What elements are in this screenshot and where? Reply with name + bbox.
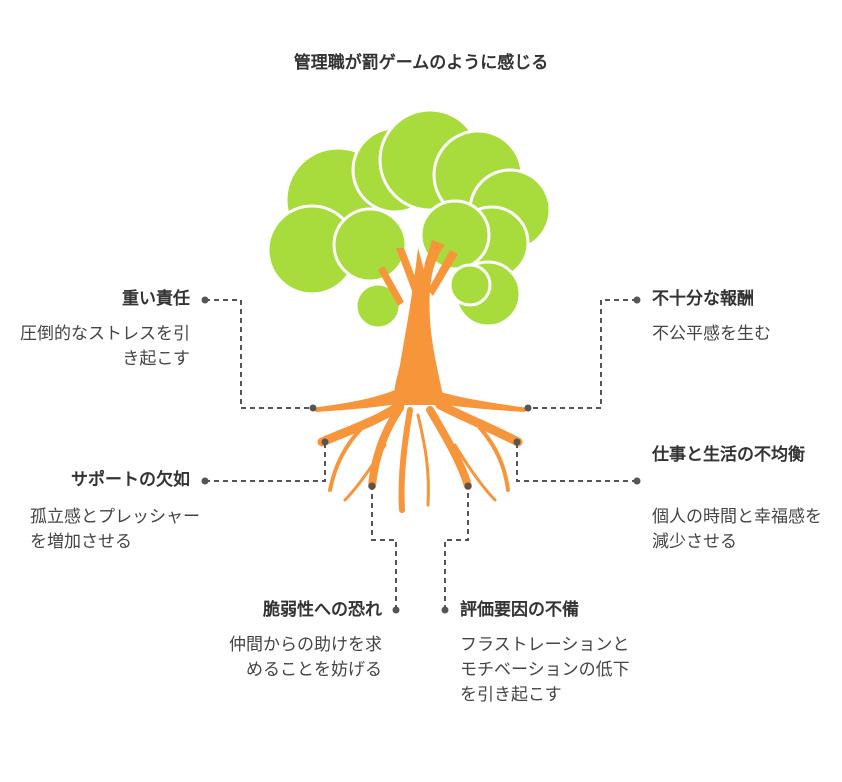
desc-heavy-responsibility: 圧倒的なストレスを引き起こす (20, 324, 190, 369)
desc-fear-vulnerability: 仲間からの助けを求めることを妨げる (229, 635, 382, 680)
connector-dots (201, 296, 641, 614)
label-work-life-imbalance: 仕事と生活の不均衡 (652, 445, 805, 465)
tree-roots (317, 400, 523, 513)
label-poor-evaluation: 評価要因の不備 (460, 600, 579, 620)
tree-base-right (438, 392, 528, 412)
desc-insufficient-pay: 不公平感を生む (652, 324, 771, 344)
connector-heavy-responsibility (205, 299, 313, 409)
tree-branch-right (428, 250, 458, 296)
desc-work-life-imbalance: 個人の時間と幸福感を減少させる (652, 507, 822, 552)
connectors (205, 299, 637, 610)
desc-lack-support: 孤立感とプレッシャーを増加させる (30, 507, 200, 552)
tree-branch-left (396, 248, 420, 296)
label-fear-vulnerability: 脆弱性への恐れ (263, 600, 382, 620)
connector-vulnerability (371, 486, 397, 610)
tree-trunk (394, 240, 445, 405)
page-title: 管理職が罰ゲームのように感じる (293, 53, 549, 73)
tree-foliage (266, 108, 552, 330)
connector-insufficient-pay (528, 299, 637, 409)
connector-lack-support (205, 442, 326, 482)
label-insufficient-pay: 不十分な報酬 (652, 289, 754, 309)
tree-branch-left-2 (378, 266, 404, 306)
connector-evaluation (444, 486, 469, 610)
label-lack-support: サポートの欠如 (71, 470, 190, 490)
tree-base (312, 390, 398, 412)
label-heavy-responsibility: 重い責任 (122, 289, 190, 309)
connector-work-life (516, 442, 637, 482)
desc-poor-evaluation: フラストレーションとモチベーションの低下を引き起こす (460, 635, 630, 705)
